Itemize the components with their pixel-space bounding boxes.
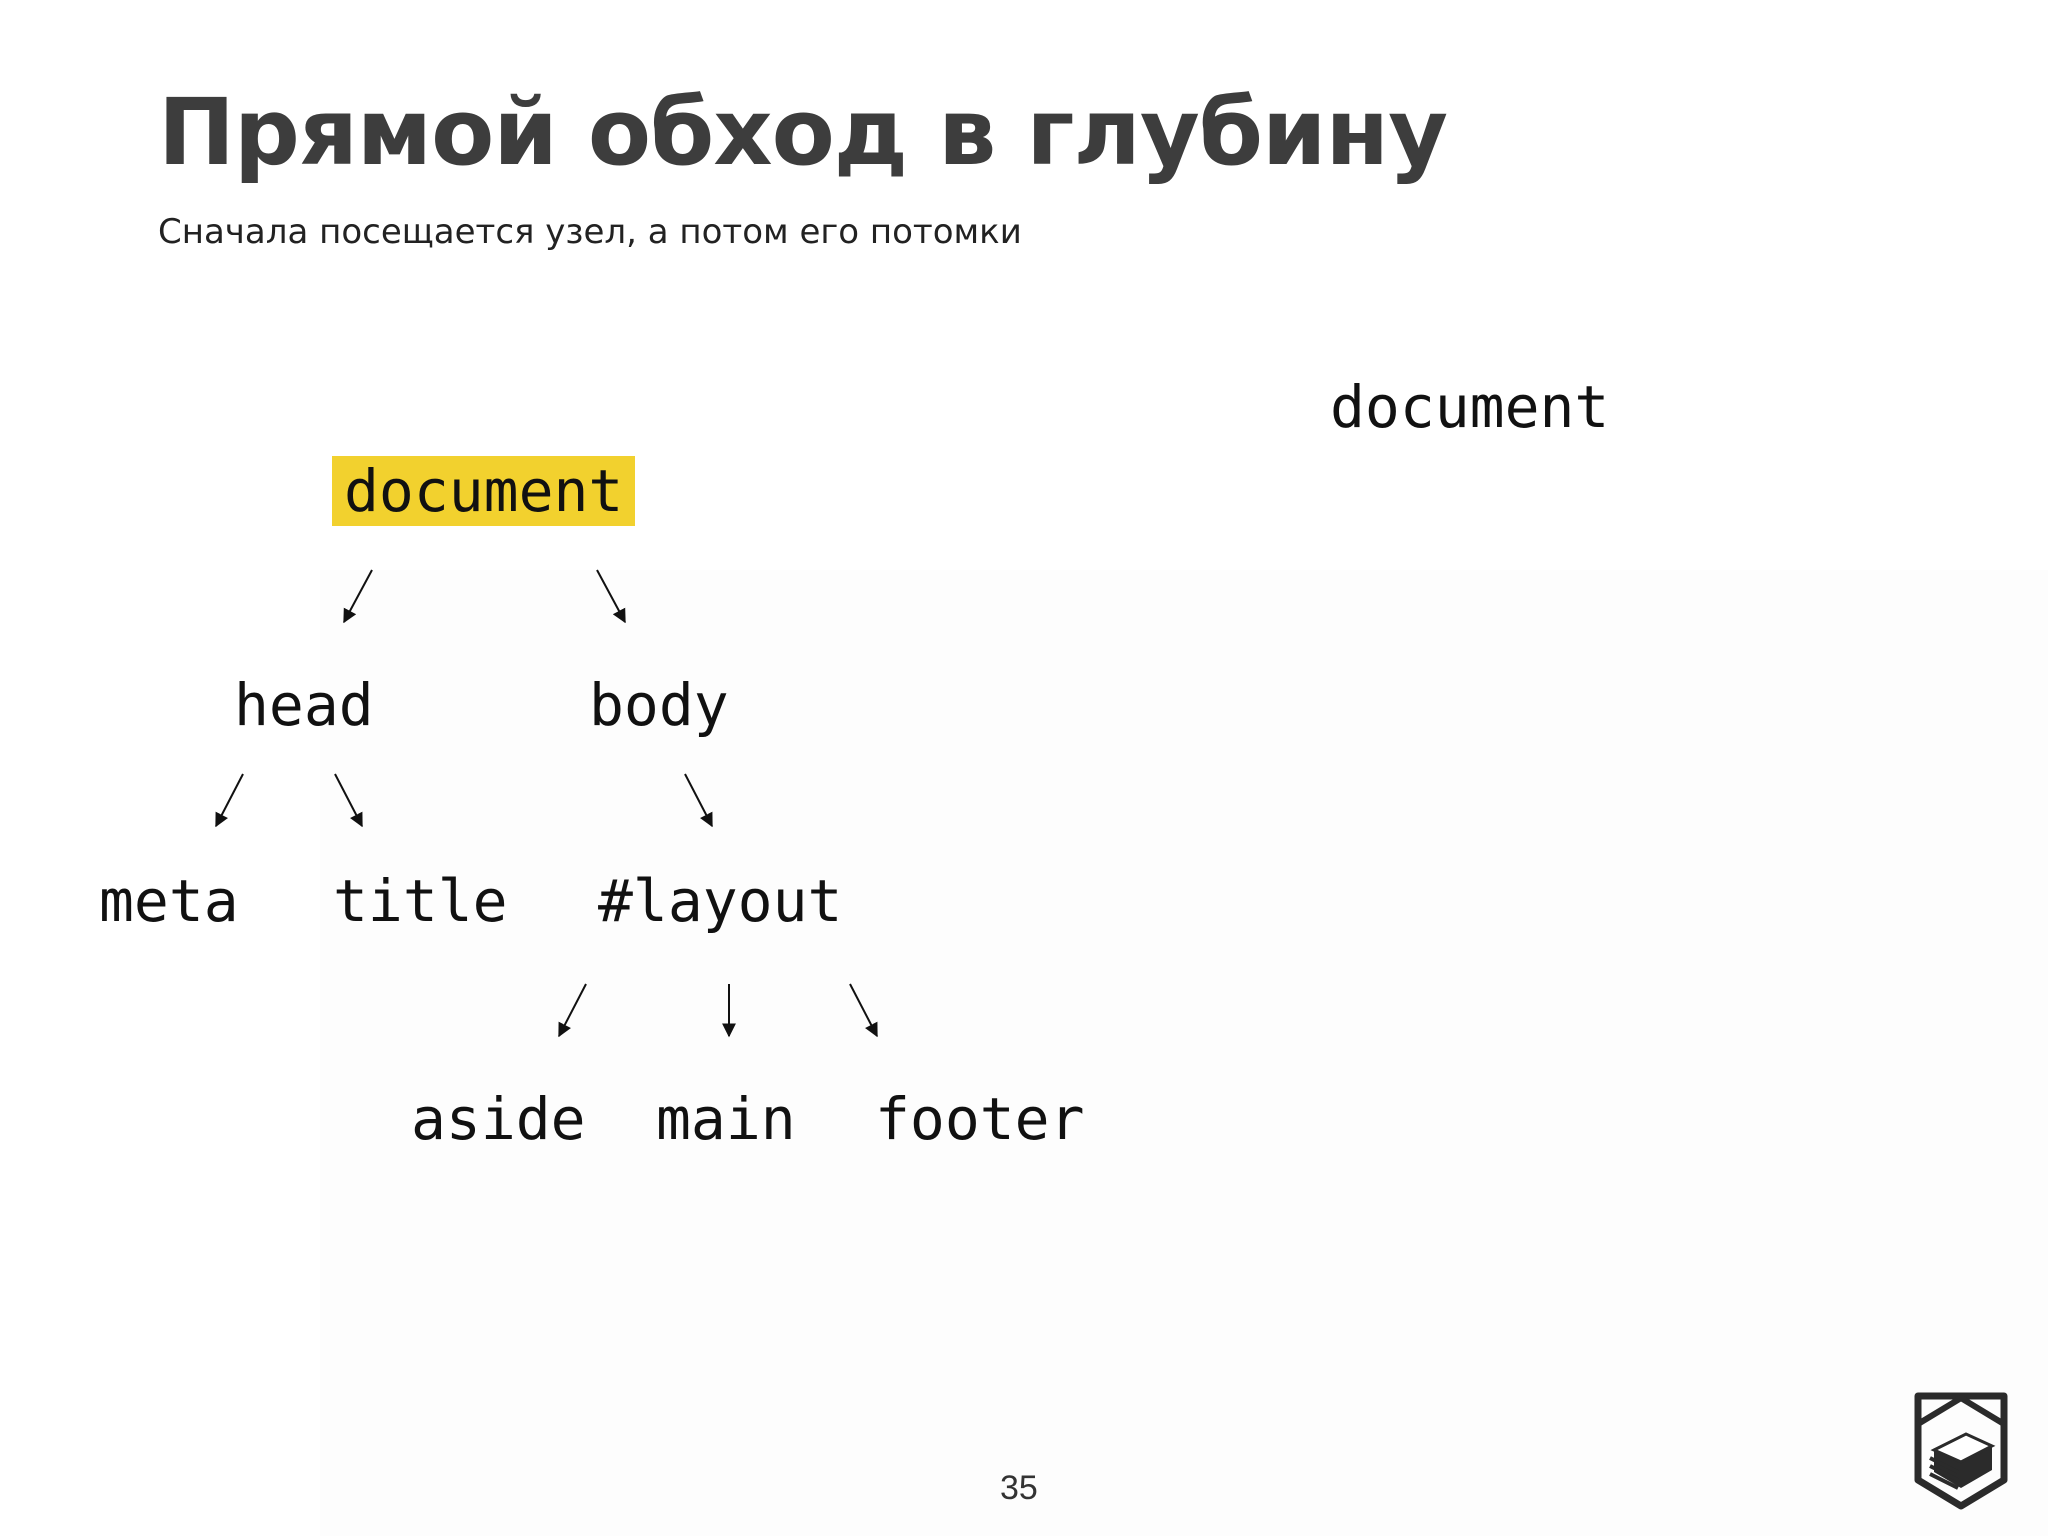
edge-document-head	[343, 569, 373, 624]
edge-body-layout	[684, 773, 713, 828]
shield-logo-icon	[1914, 1392, 2008, 1510]
tree-node-aside: aside	[411, 1085, 586, 1153]
edge-document-body	[596, 569, 626, 624]
page-number: 35	[1000, 1469, 1038, 1507]
traversal-output-item: document	[1330, 373, 1610, 441]
tree-node-document: document	[332, 456, 636, 526]
tree-node-footer: footer	[875, 1085, 1085, 1153]
tree-node-body: body	[589, 671, 729, 739]
tree-node-main: main	[656, 1085, 796, 1153]
edge-layout-footer	[849, 983, 878, 1038]
tree-node-title: title	[333, 867, 508, 935]
tree-node-head: head	[234, 671, 374, 739]
edge-head-title	[334, 773, 363, 828]
tree-node-meta: meta	[99, 867, 239, 935]
edge-layout-aside	[558, 983, 587, 1038]
background-panel	[320, 570, 2048, 1536]
slide-subtitle: Сначала посещается узел, а потом его пот…	[158, 212, 1022, 252]
tree-node-layout: #layout	[598, 867, 843, 935]
slide-title: Прямой обход в глубину	[158, 79, 1448, 186]
edge-head-meta	[215, 773, 244, 828]
